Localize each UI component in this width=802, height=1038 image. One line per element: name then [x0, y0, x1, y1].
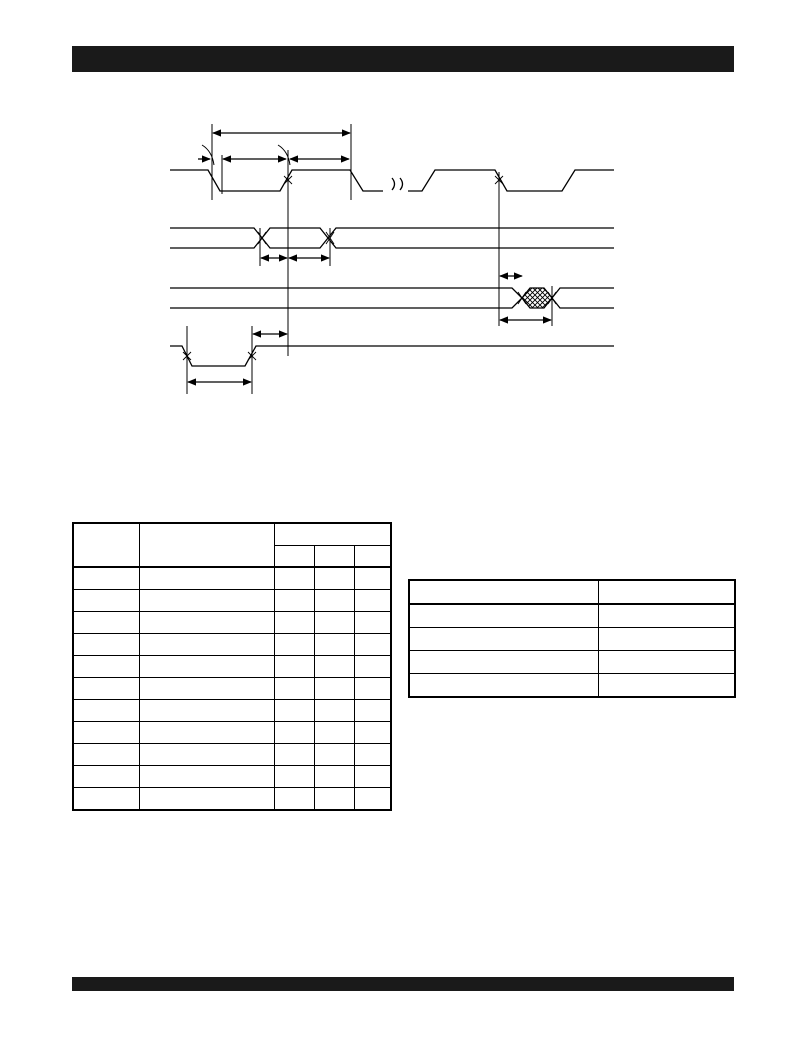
table-row: [72, 566, 392, 590]
header-cell-min: [273, 545, 315, 568]
header-cell-group: [273, 522, 392, 546]
table-row: [72, 787, 392, 811]
table-row: [408, 650, 736, 674]
waveform-1-break: [391, 177, 404, 191]
waveform-1-cont: [408, 169, 614, 192]
table-row: [408, 673, 736, 698]
header-bar: [72, 46, 734, 72]
table-row: [408, 603, 736, 628]
waveform-2-top: [170, 227, 614, 240]
table-row: [408, 627, 736, 651]
reference-lines: [186, 124, 553, 394]
waveform-4: [170, 345, 614, 367]
header-cell-typ: [313, 545, 355, 568]
edge-ticks: [182, 175, 557, 361]
table-row: [72, 765, 392, 788]
right-table: [408, 579, 736, 698]
timing-arrows: [187, 129, 552, 386]
waveform-1: [170, 169, 383, 192]
table-row: [408, 579, 736, 605]
table-row: [72, 699, 392, 722]
table-row: [72, 743, 392, 766]
table-row: [72, 655, 392, 678]
table-row: [72, 589, 392, 612]
header-cell-max: [353, 545, 392, 568]
hatched-region: [522, 288, 552, 308]
header-cell-symbol: [72, 522, 140, 568]
header-cell-parameter: [138, 522, 275, 568]
table-row: [72, 721, 392, 744]
waveform-2-bot: [170, 236, 614, 249]
signal-waveforms: [170, 169, 614, 367]
left-timing-table: [72, 522, 392, 811]
table-row: [72, 677, 392, 700]
table-row: [72, 633, 392, 656]
table-row: [72, 611, 392, 634]
footer-bar: [72, 977, 734, 991]
